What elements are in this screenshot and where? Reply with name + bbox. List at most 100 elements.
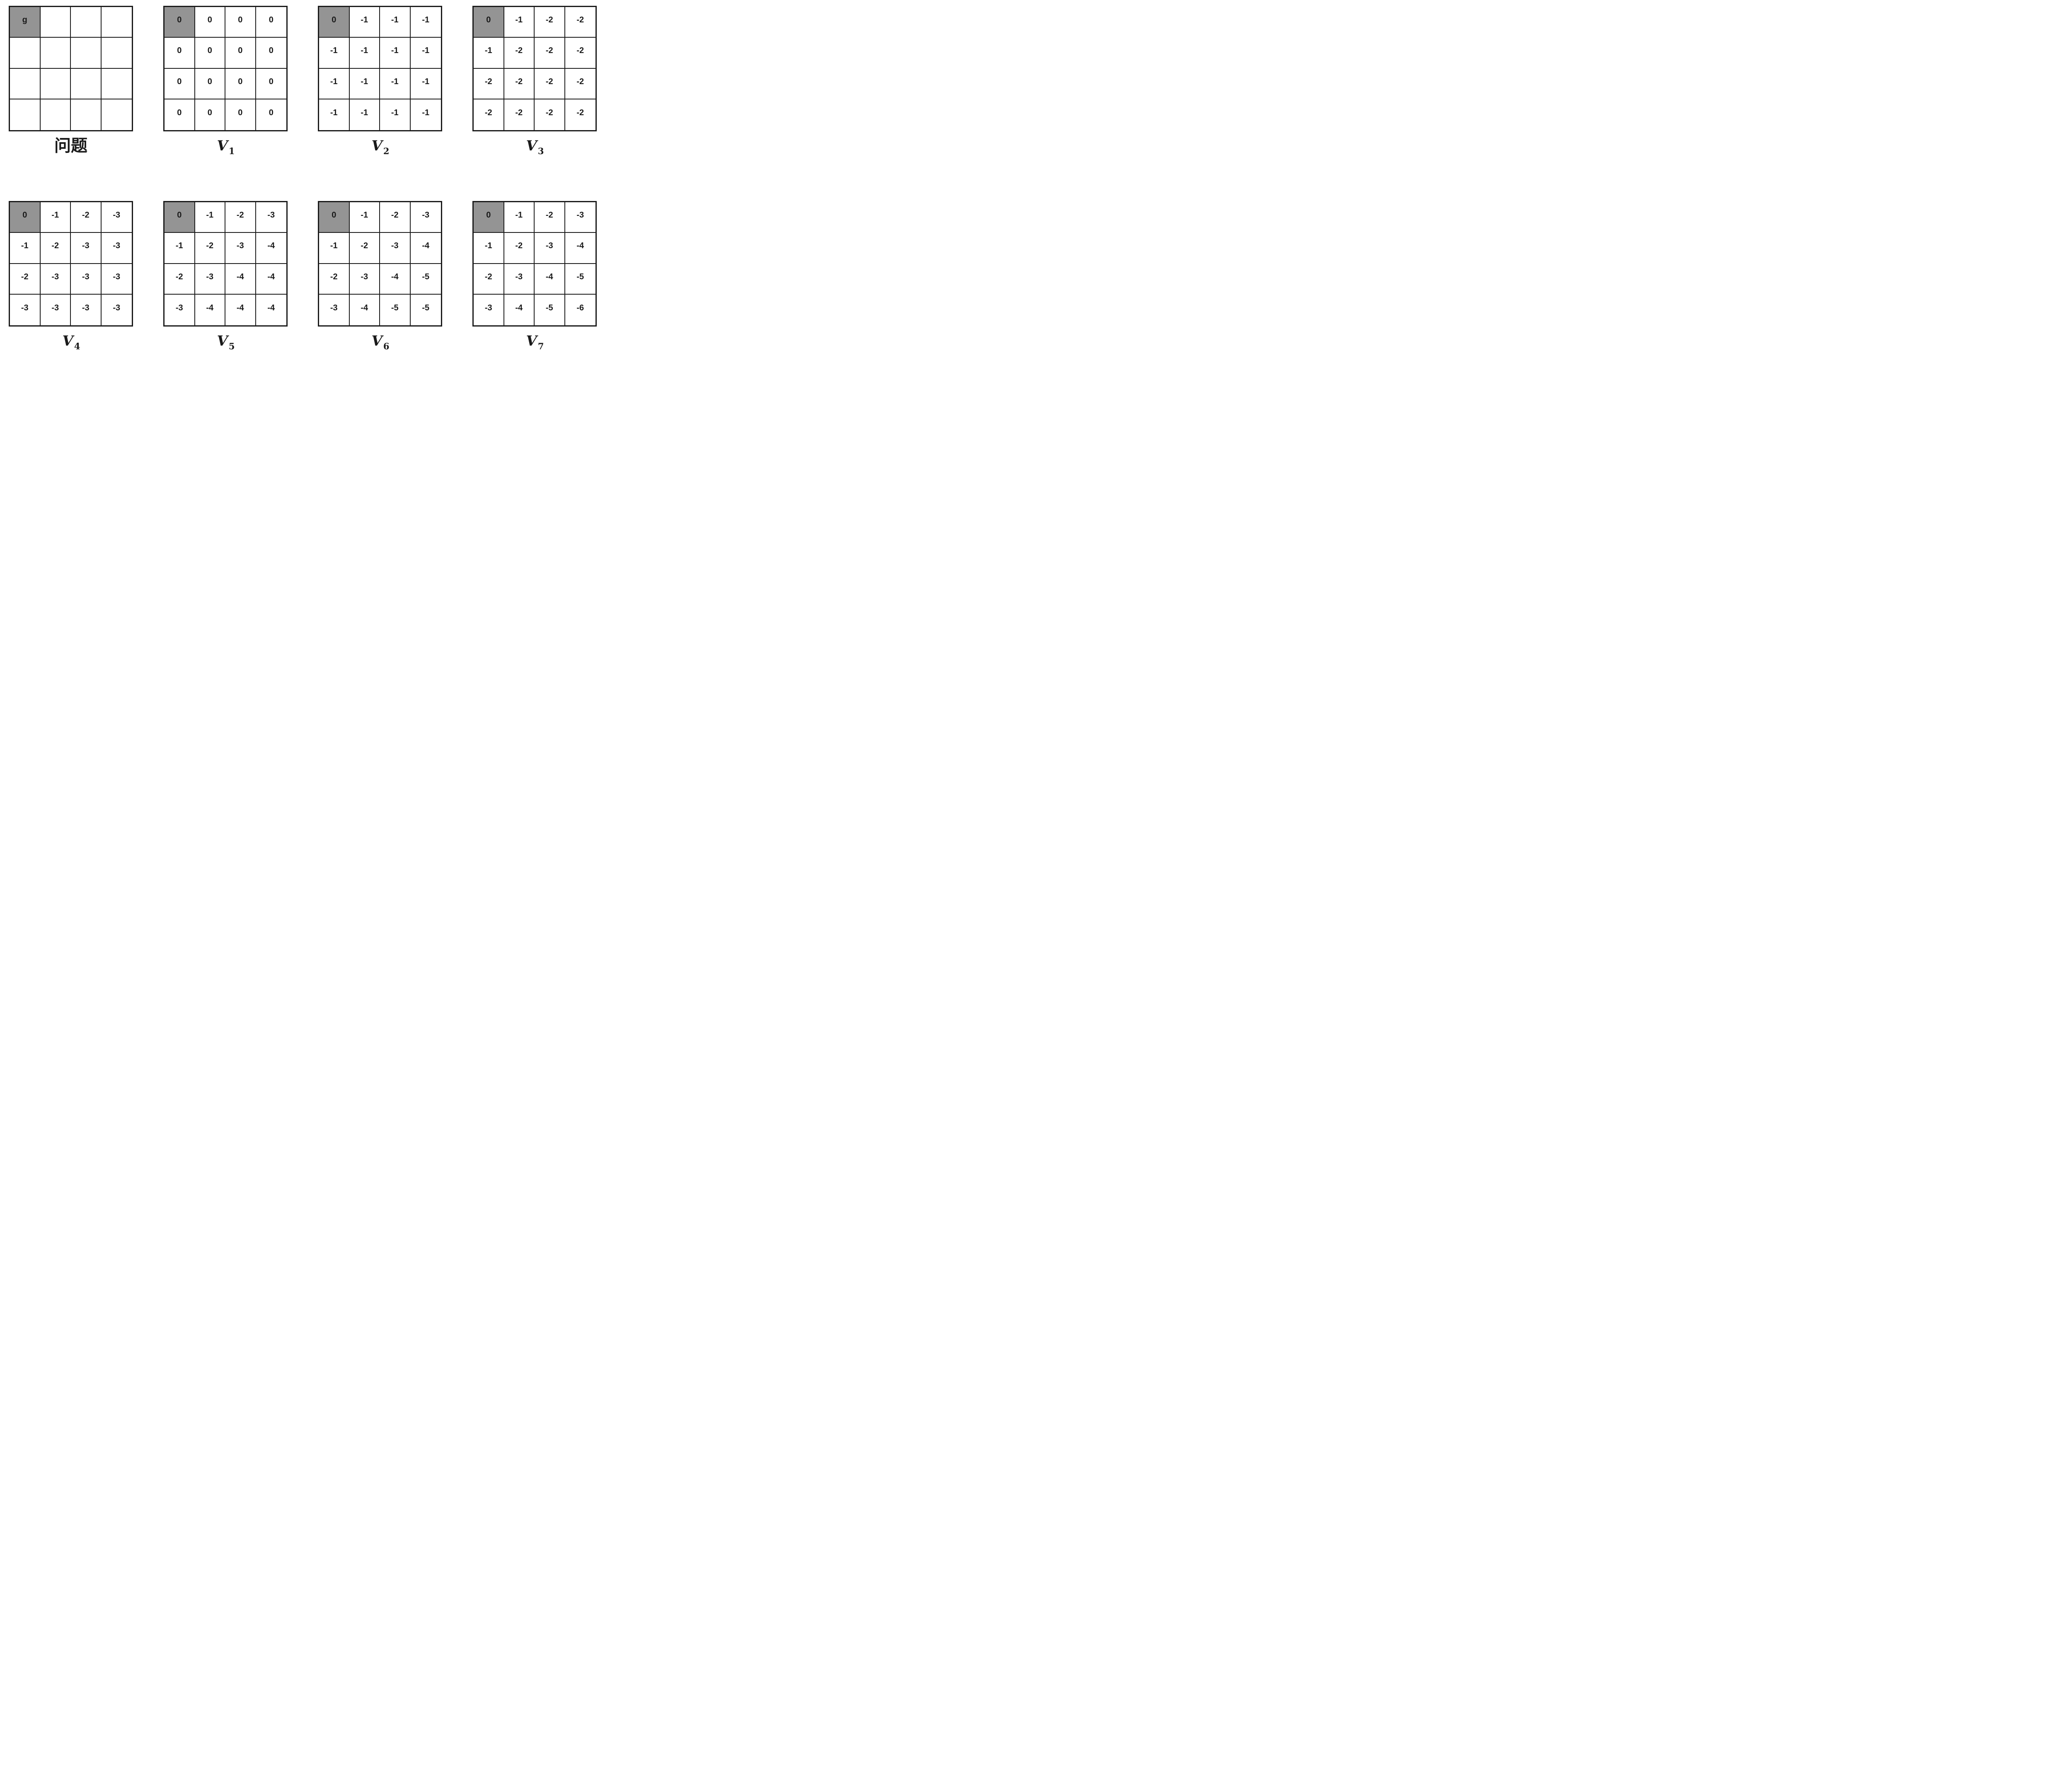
grid-cell-v1-r2c0: 0	[165, 68, 195, 99]
grid-cell-v2-r1c0: -1	[319, 38, 350, 69]
grid-cell-problem-r0c1	[40, 7, 71, 38]
label-base: V	[526, 138, 537, 154]
grid-v5: 0-1-2-3-1-2-3-4-2-3-4-4-3-4-4-4	[163, 201, 288, 327]
grid-cell-v7-r1c2: -3	[535, 233, 565, 264]
grid-cell-v7-r3c0: -3	[474, 294, 504, 325]
grid-cell-v2-r1c1: -1	[349, 38, 380, 69]
goal-cell-v3-r0c0: 0	[474, 7, 504, 38]
grid-cell-v4-r1c1: -2	[40, 233, 71, 264]
grid-cell-v1-r1c0: 0	[165, 38, 195, 69]
grid-cell-problem-r1c0	[10, 38, 41, 69]
grid-cell-v6-r2c2: -4	[380, 264, 411, 295]
grid-cell-v1-r0c1: 0	[195, 7, 225, 38]
grid-cell-v4-r0c3: -3	[101, 202, 132, 233]
label-subscript: 1	[228, 146, 235, 156]
goal-cell-v2-r0c0: 0	[319, 7, 350, 38]
grid-cell-problem-r0c2	[71, 7, 102, 38]
grid-cell-v2-r2c1: -1	[349, 68, 380, 99]
grid-cell-problem-r0c3	[101, 7, 132, 38]
grid-cell-v4-r2c2: -3	[71, 264, 102, 295]
panel-label-v3: V3	[526, 134, 544, 158]
grid-cell-v5-r0c3: -3	[256, 202, 286, 233]
grid-cell-v2-r3c3: -1	[410, 99, 441, 130]
grid-cell-v6-r3c3: -5	[410, 294, 441, 325]
grid-cell-v3-r1c2: -2	[535, 38, 565, 69]
grid-cell-v5-r1c1: -2	[195, 233, 225, 264]
grid-cell-v3-r0c2: -2	[535, 7, 565, 38]
label-subscript: 3	[537, 146, 544, 156]
grid-cell-v5-r3c0: -3	[165, 294, 195, 325]
grid-v6: 0-1-2-3-1-2-3-4-2-3-4-5-3-4-5-5	[318, 201, 442, 327]
grid-v2: 0-1-1-1-1-1-1-1-1-1-1-1-1-1-1-1	[318, 6, 442, 131]
label-base: V	[217, 138, 228, 154]
grid-cell-v1-r2c2: 0	[225, 68, 256, 99]
grid-cell-v6-r3c1: -4	[349, 294, 380, 325]
grid-cell-problem-r3c3	[101, 99, 132, 130]
grid-cell-v5-r3c3: -4	[256, 294, 286, 325]
grid-cell-v1-r1c3: 0	[256, 38, 286, 69]
grid-cell-v5-r0c1: -1	[195, 202, 225, 233]
panel-label-problem: 问题	[54, 134, 87, 158]
grid-cell-v5-r1c2: -3	[225, 233, 256, 264]
label-subscript: 6	[383, 341, 390, 351]
grid-cell-v6-r1c3: -4	[410, 233, 441, 264]
grid-v3: 0-1-2-2-1-2-2-2-2-2-2-2-2-2-2-2	[472, 6, 597, 131]
grid-cell-v2-r3c1: -1	[349, 99, 380, 130]
goal-cell-problem-r0c0: g	[10, 7, 41, 38]
panel-label-math: V7	[526, 334, 544, 351]
grid-cell-v6-r0c2: -2	[380, 202, 411, 233]
goal-cell-v7-r0c0: 0	[474, 202, 504, 233]
grid-cell-v5-r0c2: -2	[225, 202, 256, 233]
grid-cell-v2-r0c1: -1	[349, 7, 380, 38]
grid-cell-v3-r2c1: -2	[504, 68, 535, 99]
goal-cell-v1-r0c0: 0	[165, 7, 195, 38]
grid-cell-problem-r3c1	[40, 99, 71, 130]
grid-problem: g	[9, 6, 133, 131]
grid-cell-v3-r3c3: -2	[565, 99, 595, 130]
grid-cell-problem-r1c1	[40, 38, 71, 69]
label-base: V	[371, 333, 382, 349]
grid-cell-v4-r1c2: -3	[71, 233, 102, 264]
grid-cell-problem-r2c3	[101, 68, 132, 99]
grid-cell-v7-r2c0: -2	[474, 264, 504, 295]
panel-label-v5: V5	[217, 329, 235, 353]
grid-cell-problem-r2c0	[10, 68, 41, 99]
label-base: V	[217, 333, 228, 349]
grid-cell-problem-r3c0	[10, 99, 41, 130]
grid-cell-problem-r1c2	[71, 38, 102, 69]
grid-cell-v1-r3c0: 0	[165, 99, 195, 130]
grid-cell-v7-r0c2: -2	[535, 202, 565, 233]
grid-cell-v2-r0c2: -1	[380, 7, 411, 38]
grid-cell-v2-r1c3: -1	[410, 38, 441, 69]
grid-cell-v5-r2c2: -4	[225, 264, 256, 295]
panel-label-math: V5	[217, 333, 235, 351]
grid-cell-v4-r3c1: -3	[40, 294, 71, 325]
panel-label-math: V3	[526, 138, 544, 156]
panel-label-v4: V4	[62, 329, 80, 353]
panel-problem: g 问题	[9, 6, 133, 158]
grid-cell-v3-r2c0: -2	[474, 68, 504, 99]
grid-cell-v7-r1c0: -1	[474, 233, 504, 264]
grid-cell-v4-r3c3: -3	[101, 294, 132, 325]
grid-cell-v3-r1c3: -2	[565, 38, 595, 69]
grid-cell-v3-r2c2: -2	[535, 68, 565, 99]
grid-cell-v7-r0c3: -3	[565, 202, 595, 233]
label-subscript: 2	[383, 146, 390, 156]
grid-cell-v3-r1c0: -1	[474, 38, 504, 69]
grid-cell-v6-r0c3: -3	[410, 202, 441, 233]
grid-cell-v7-r3c3: -6	[565, 294, 595, 325]
goal-cell-v5-r0c0: 0	[165, 202, 195, 233]
grid-cell-v4-r2c0: -2	[10, 264, 41, 295]
grid-cell-v7-r3c1: -4	[504, 294, 535, 325]
grid-cell-v3-r1c1: -2	[504, 38, 535, 69]
grid-cell-v3-r0c1: -1	[504, 7, 535, 38]
label-subscript: 5	[228, 341, 235, 351]
panel-label-text: 问题	[54, 136, 87, 155]
grid-cell-v1-r3c3: 0	[256, 99, 286, 130]
label-subscript: 4	[74, 341, 80, 351]
